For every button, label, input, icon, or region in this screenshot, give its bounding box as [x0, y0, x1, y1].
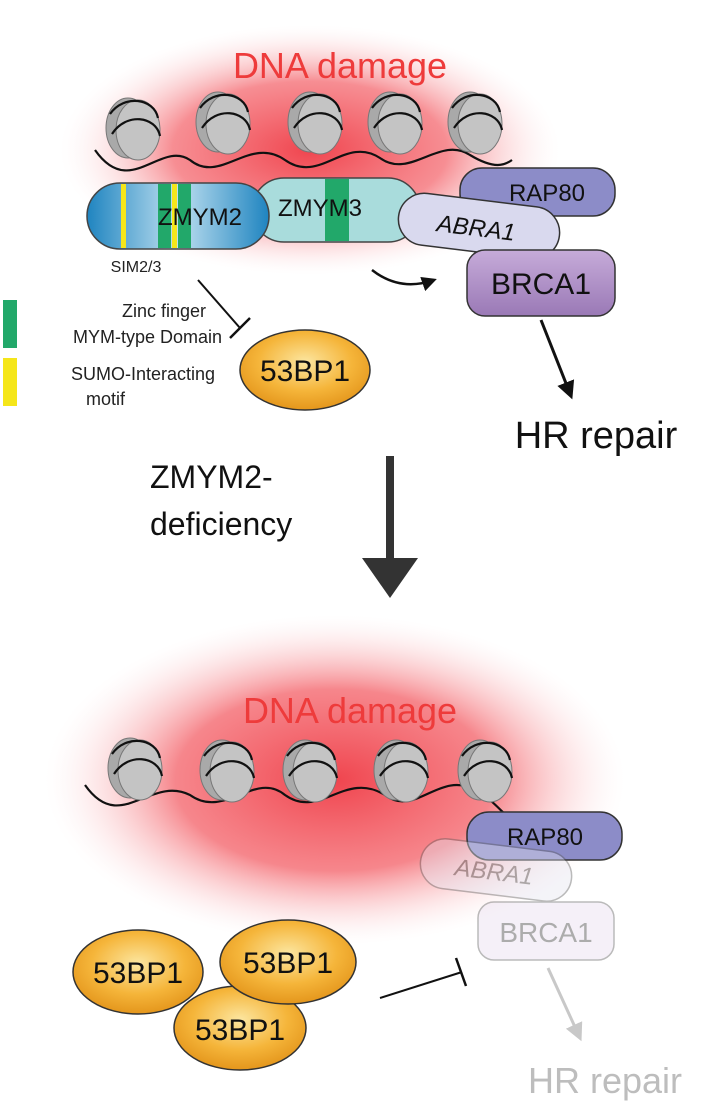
- legend: Zinc finger MYM-type Domain SUMO-Interac…: [3, 300, 222, 409]
- p53bp1-top: [239, 329, 371, 411]
- legend-sumo-line2: motif: [86, 389, 126, 409]
- dna-damage-label-bottom: DNA damage: [243, 690, 457, 731]
- transition-arrow-shaft: [386, 456, 394, 566]
- rap80-label-bottom: RAP80: [507, 824, 583, 851]
- hr-repair-label-top: HR repair: [515, 415, 678, 457]
- nucleosome-bottom-2: [198, 738, 256, 804]
- nucleosome-top-1: [104, 96, 162, 162]
- brca1-to-hr-arrow: [539, 319, 575, 400]
- brca1-label-bottom: BRCA1: [499, 917, 592, 948]
- zmym3-label: ZMYM3: [278, 195, 362, 222]
- rap80-label-top: RAP80: [509, 180, 585, 207]
- deficiency-line2: deficiency: [150, 506, 292, 542]
- nucleosome-top-2: [194, 90, 252, 156]
- zmym3-zinc-finger: [325, 179, 349, 241]
- p53bp1-bottom-right: [219, 919, 357, 1005]
- bottom-panel: DNA damage RAP80 ABRA1 BRCA1 53BP1 53BP1…: [45, 615, 682, 1101]
- zmym2-sim-2: [172, 184, 177, 248]
- nucleosome-top-5: [446, 90, 504, 156]
- top-panel: DNA damage ZMYM3 ZMYM2 SIM2/3 RAP80 ABRA…: [60, 25, 678, 457]
- brca1-protein-bottom: [477, 901, 615, 961]
- hr-repair-label-bottom: HR repair: [528, 1060, 682, 1101]
- rap80-protein-bottom: [466, 811, 623, 861]
- brca1-to-hr-arrow-bottom: [546, 967, 583, 1042]
- faded-complex: ABRA1 BRCA1: [419, 838, 615, 961]
- p53bp1-label-bottom-lower: 53BP1: [195, 1014, 285, 1047]
- p53bp1-label-top: 53BP1: [260, 355, 350, 388]
- inhibition-bar-top: [229, 317, 251, 339]
- transition: ZMYM2- deficiency: [150, 456, 418, 598]
- nucleosome-bottom-5: [456, 738, 514, 804]
- legend-zinc-finger-swatch: [3, 300, 17, 348]
- sim-label: SIM2/3: [111, 259, 162, 276]
- inhibition-line-top: [197, 279, 241, 329]
- nucleosome-bottom-4: [372, 738, 430, 804]
- nucleosome-bottom-3: [281, 738, 339, 804]
- zmym2-sim-1: [121, 184, 126, 248]
- nucleosome-top-4: [366, 90, 424, 156]
- transition-arrow-head: [362, 558, 418, 598]
- legend-sumo-swatch: [3, 358, 17, 406]
- legend-zinc-finger-line1: Zinc finger: [122, 301, 206, 321]
- dna-strand-top: [94, 148, 513, 172]
- abra1-protein-bottom: [419, 838, 573, 902]
- brca1-label-top: BRCA1: [491, 268, 591, 301]
- p53bp1-bottom-left: [72, 929, 204, 1015]
- zmym2-label: ZMYM2: [158, 204, 242, 231]
- nucleosome-top-3: [286, 90, 344, 156]
- inhibition-line-bottom: [379, 971, 463, 999]
- zmym2-zinc-finger-1: [158, 184, 171, 248]
- nucleosome-bottom-1: [106, 736, 164, 802]
- legend-sumo-line1: SUMO-Interacting: [71, 364, 215, 384]
- legend-zinc-finger-line2: MYM-type Domain: [73, 327, 222, 347]
- recruitment-arrow: [371, 269, 437, 292]
- zmym2-zinc-finger-2: [178, 184, 191, 248]
- inhibition-bar-bottom: [454, 957, 468, 987]
- p53bp1-label-bottom-left: 53BP1: [93, 957, 183, 990]
- brca1-protein-top: [466, 249, 616, 317]
- deficiency-line1: ZMYM2-: [150, 459, 273, 495]
- dna-damage-label-top: DNA damage: [233, 45, 447, 86]
- p53bp1-label-bottom-right: 53BP1: [243, 947, 333, 980]
